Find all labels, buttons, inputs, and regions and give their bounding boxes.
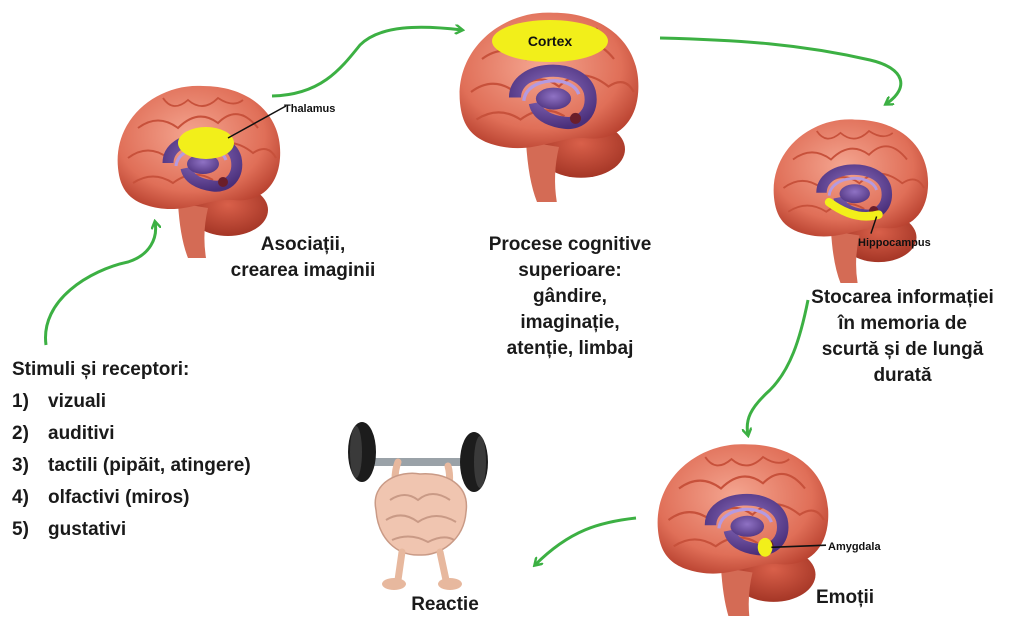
stimuli-list: Stimuli și receptori: 1) vizuali 2) audi… — [12, 354, 251, 546]
label-asociatii-line: crearea imaginii — [208, 258, 398, 284]
amygdala-label: Amygdala — [828, 541, 881, 553]
label-emotii: Emoții — [790, 585, 900, 611]
stimuli-item-text: tactili (pipăit, atingere) — [48, 450, 251, 482]
label-procese-line: gândire, — [460, 284, 680, 310]
stimuli-item: 1) vizuali — [12, 386, 251, 418]
arrow-thalamus-to-cortex — [272, 27, 462, 96]
stimuli-item-text: gustativi — [48, 514, 126, 546]
stimuli-item-number: 2) — [12, 418, 48, 450]
label-procese-cognitive: Procese cognitive superioare: gândire, i… — [460, 232, 680, 362]
label-asociatii: Asociații, crearea imaginii — [208, 232, 398, 284]
stimuli-item: 4) olfactivi (miros) — [12, 482, 251, 514]
label-procese-line: atenție, limbaj — [460, 336, 680, 362]
arrow-amygdala-to-reaction — [535, 518, 636, 565]
stimuli-item-text: olfactivi (miros) — [48, 482, 189, 514]
thalamus-label: Thalamus — [284, 103, 335, 115]
stimuli-item: 2) auditivi — [12, 418, 251, 450]
label-reactie: Reactie — [390, 592, 500, 618]
stimuli-item-text: auditivi — [48, 418, 115, 450]
brain-hippocampus — [774, 119, 928, 283]
label-stocarea-line: Stocarea informației — [790, 285, 1015, 311]
label-procese-line: Procese cognitive — [460, 232, 680, 258]
label-procese-line: superioare: — [460, 258, 680, 284]
arrow-cortex-to-hippocampus — [660, 38, 901, 104]
label-stocarea: Stocarea informației în memoria de scurt… — [790, 285, 1015, 389]
arrow-stimuli-to-thalamus — [46, 222, 156, 345]
stimuli-item: 5) gustativi — [12, 514, 251, 546]
label-stocarea-line: în memoria de — [790, 311, 1015, 337]
cortex-label: Cortex — [528, 33, 573, 49]
stimuli-title: Stimuli și receptori: — [12, 354, 251, 386]
hippocampus-label: Hippocampus — [858, 237, 931, 249]
amygdala-highlight — [758, 538, 773, 557]
stimuli-item-number: 4) — [12, 482, 48, 514]
stimuli-item-text: vizuali — [48, 386, 106, 418]
label-procese-line: imaginație, — [460, 310, 680, 336]
thalamus-highlight — [178, 127, 234, 159]
stimuli-item: 3) tactili (pipăit, atingere) — [12, 450, 251, 482]
stimuli-item-number: 5) — [12, 514, 48, 546]
label-stocarea-line: durată — [790, 363, 1015, 389]
stimuli-item-number: 3) — [12, 450, 48, 482]
label-stocarea-line: scurtă și de lungă — [790, 337, 1015, 363]
barbell-brain-illustration — [348, 422, 488, 590]
stimuli-item-number: 1) — [12, 386, 48, 418]
label-asociatii-line: Asociații, — [208, 232, 398, 258]
